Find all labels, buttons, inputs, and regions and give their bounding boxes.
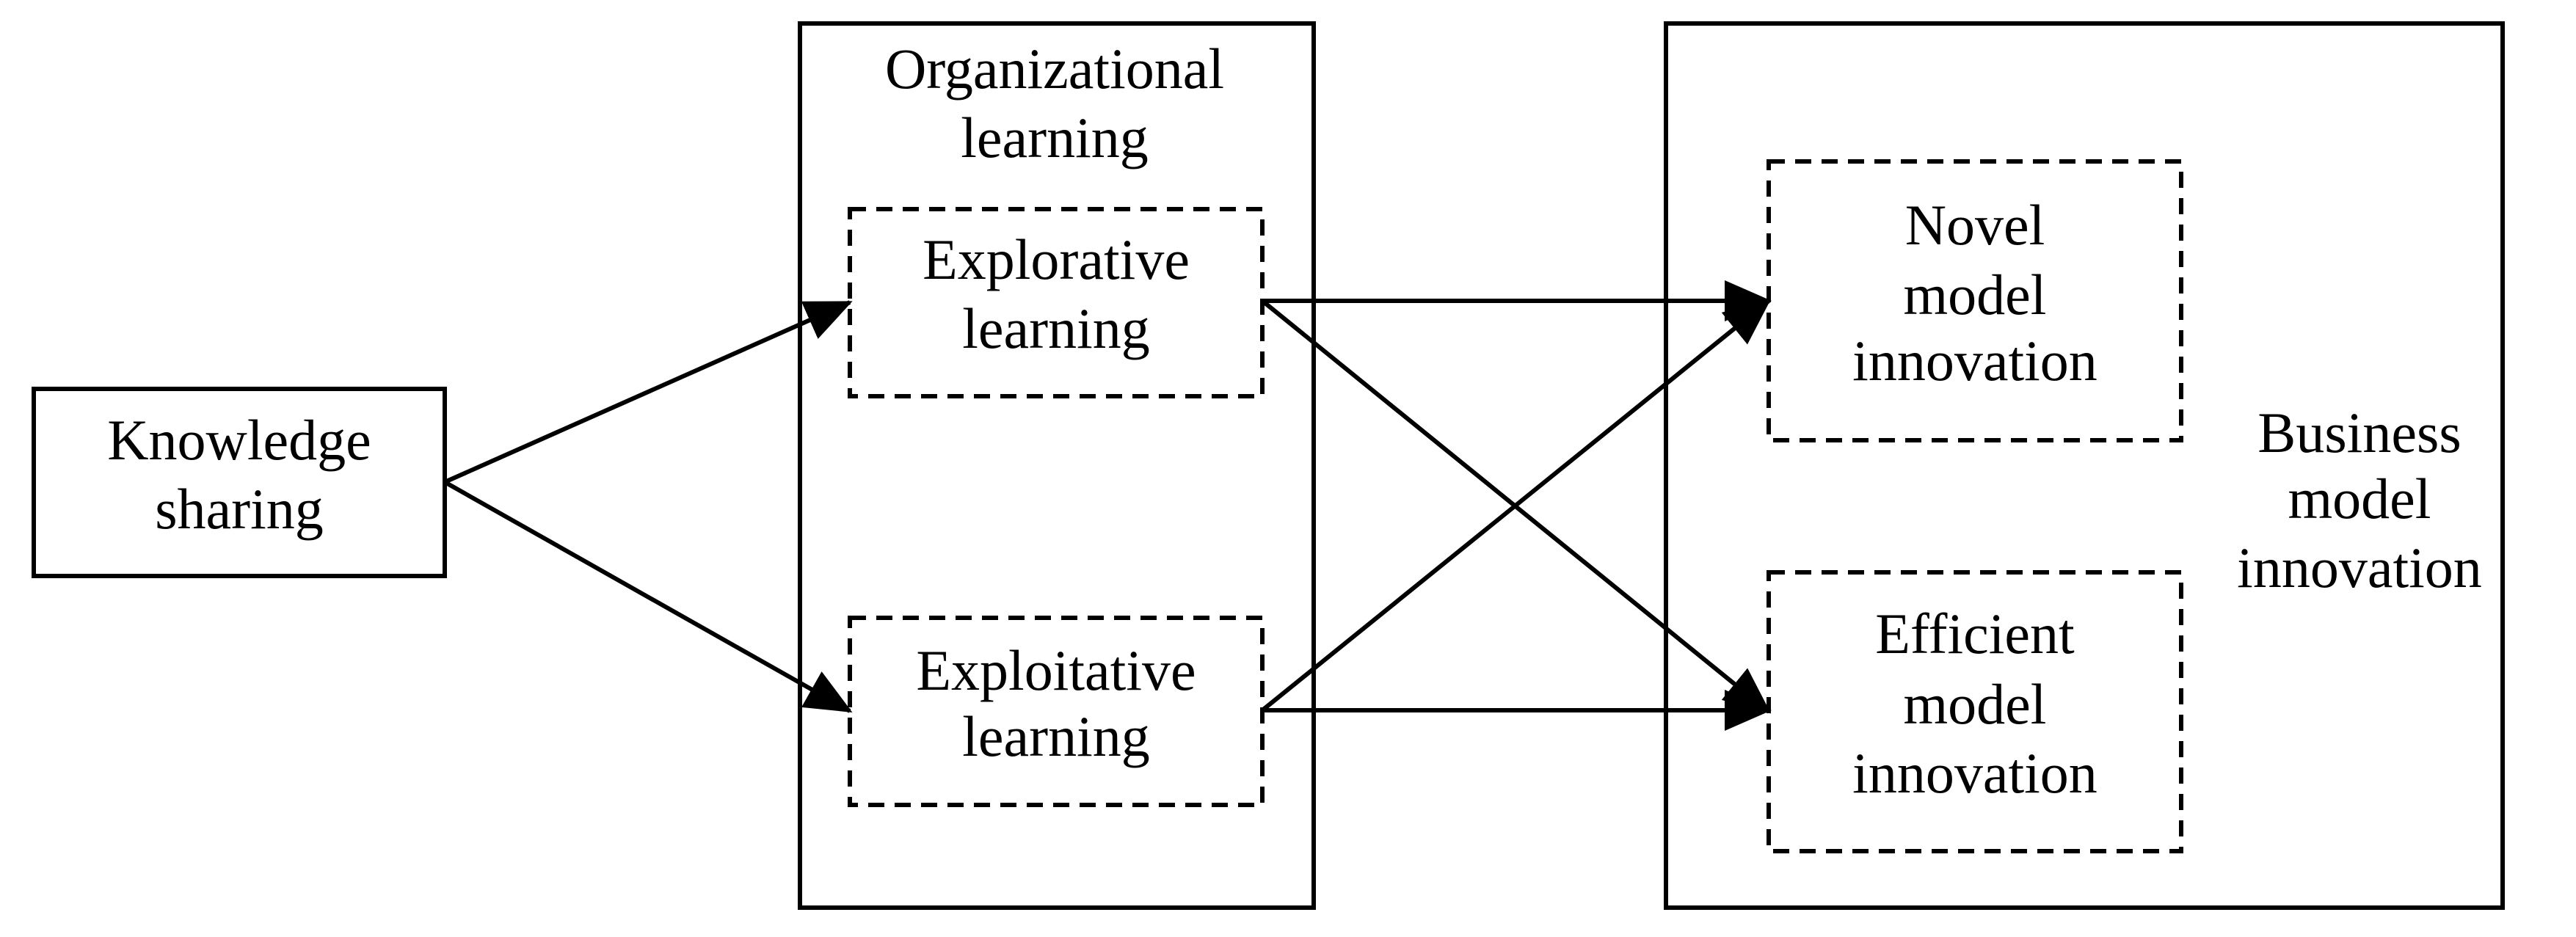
explorative-learning-label-line2: learning [962, 296, 1150, 360]
novel-model-innovation-label-line3: innovation [1852, 329, 2097, 393]
novel-model-innovation-label-line1: Novel [1905, 193, 2045, 257]
knowledge-sharing-node: Knowledge sharing [32, 387, 447, 578]
knowledge-sharing-box [32, 387, 447, 578]
explorative-learning-box [848, 207, 1265, 398]
efficient-model-innovation-box [1767, 570, 2183, 853]
novel-model-innovation-node: Novel model innovation [1767, 159, 2183, 442]
exploitative-learning-label-line1: Exploitative [916, 638, 1196, 702]
novel-model-innovation-box [1767, 159, 2183, 442]
efficient-model-innovation-label-line2: model [1904, 672, 2047, 736]
exploitative-learning-label-line2: learning [962, 704, 1150, 768]
novel-model-innovation-label-line2: model [1904, 263, 2047, 327]
efficient-model-innovation-label-line1: Efficient [1875, 602, 2075, 666]
organizational-learning-label-line2: learning [961, 106, 1149, 169]
exploitative-learning-node: Exploitative learning [848, 616, 1265, 807]
business-model-innovation-label-line3: innovation [2237, 536, 2482, 599]
efficient-model-innovation-node: Efficient model innovation [1767, 570, 2183, 853]
arrow-exploitative-to-novel [1261, 299, 1772, 712]
business-model-innovation-label-line2: model [2288, 467, 2431, 531]
edges [443, 280, 1772, 731]
arrow-knowledge-sharing-to-exploitative [443, 480, 853, 713]
explorative-learning-label-line1: Explorative [923, 227, 1190, 291]
efficient-model-innovation-label-line3: innovation [1852, 741, 2097, 805]
business-model-innovation-label-line1: Business [2257, 401, 2461, 464]
knowledge-sharing-label-line1: Knowledge [107, 408, 371, 472]
organizational-learning-label-line1: Organizational [885, 37, 1224, 101]
explorative-learning-node: Explorative learning [848, 207, 1265, 398]
knowledge-sharing-label-line2: sharing [155, 477, 324, 541]
arrow-knowledge-sharing-to-explorative [443, 300, 853, 484]
